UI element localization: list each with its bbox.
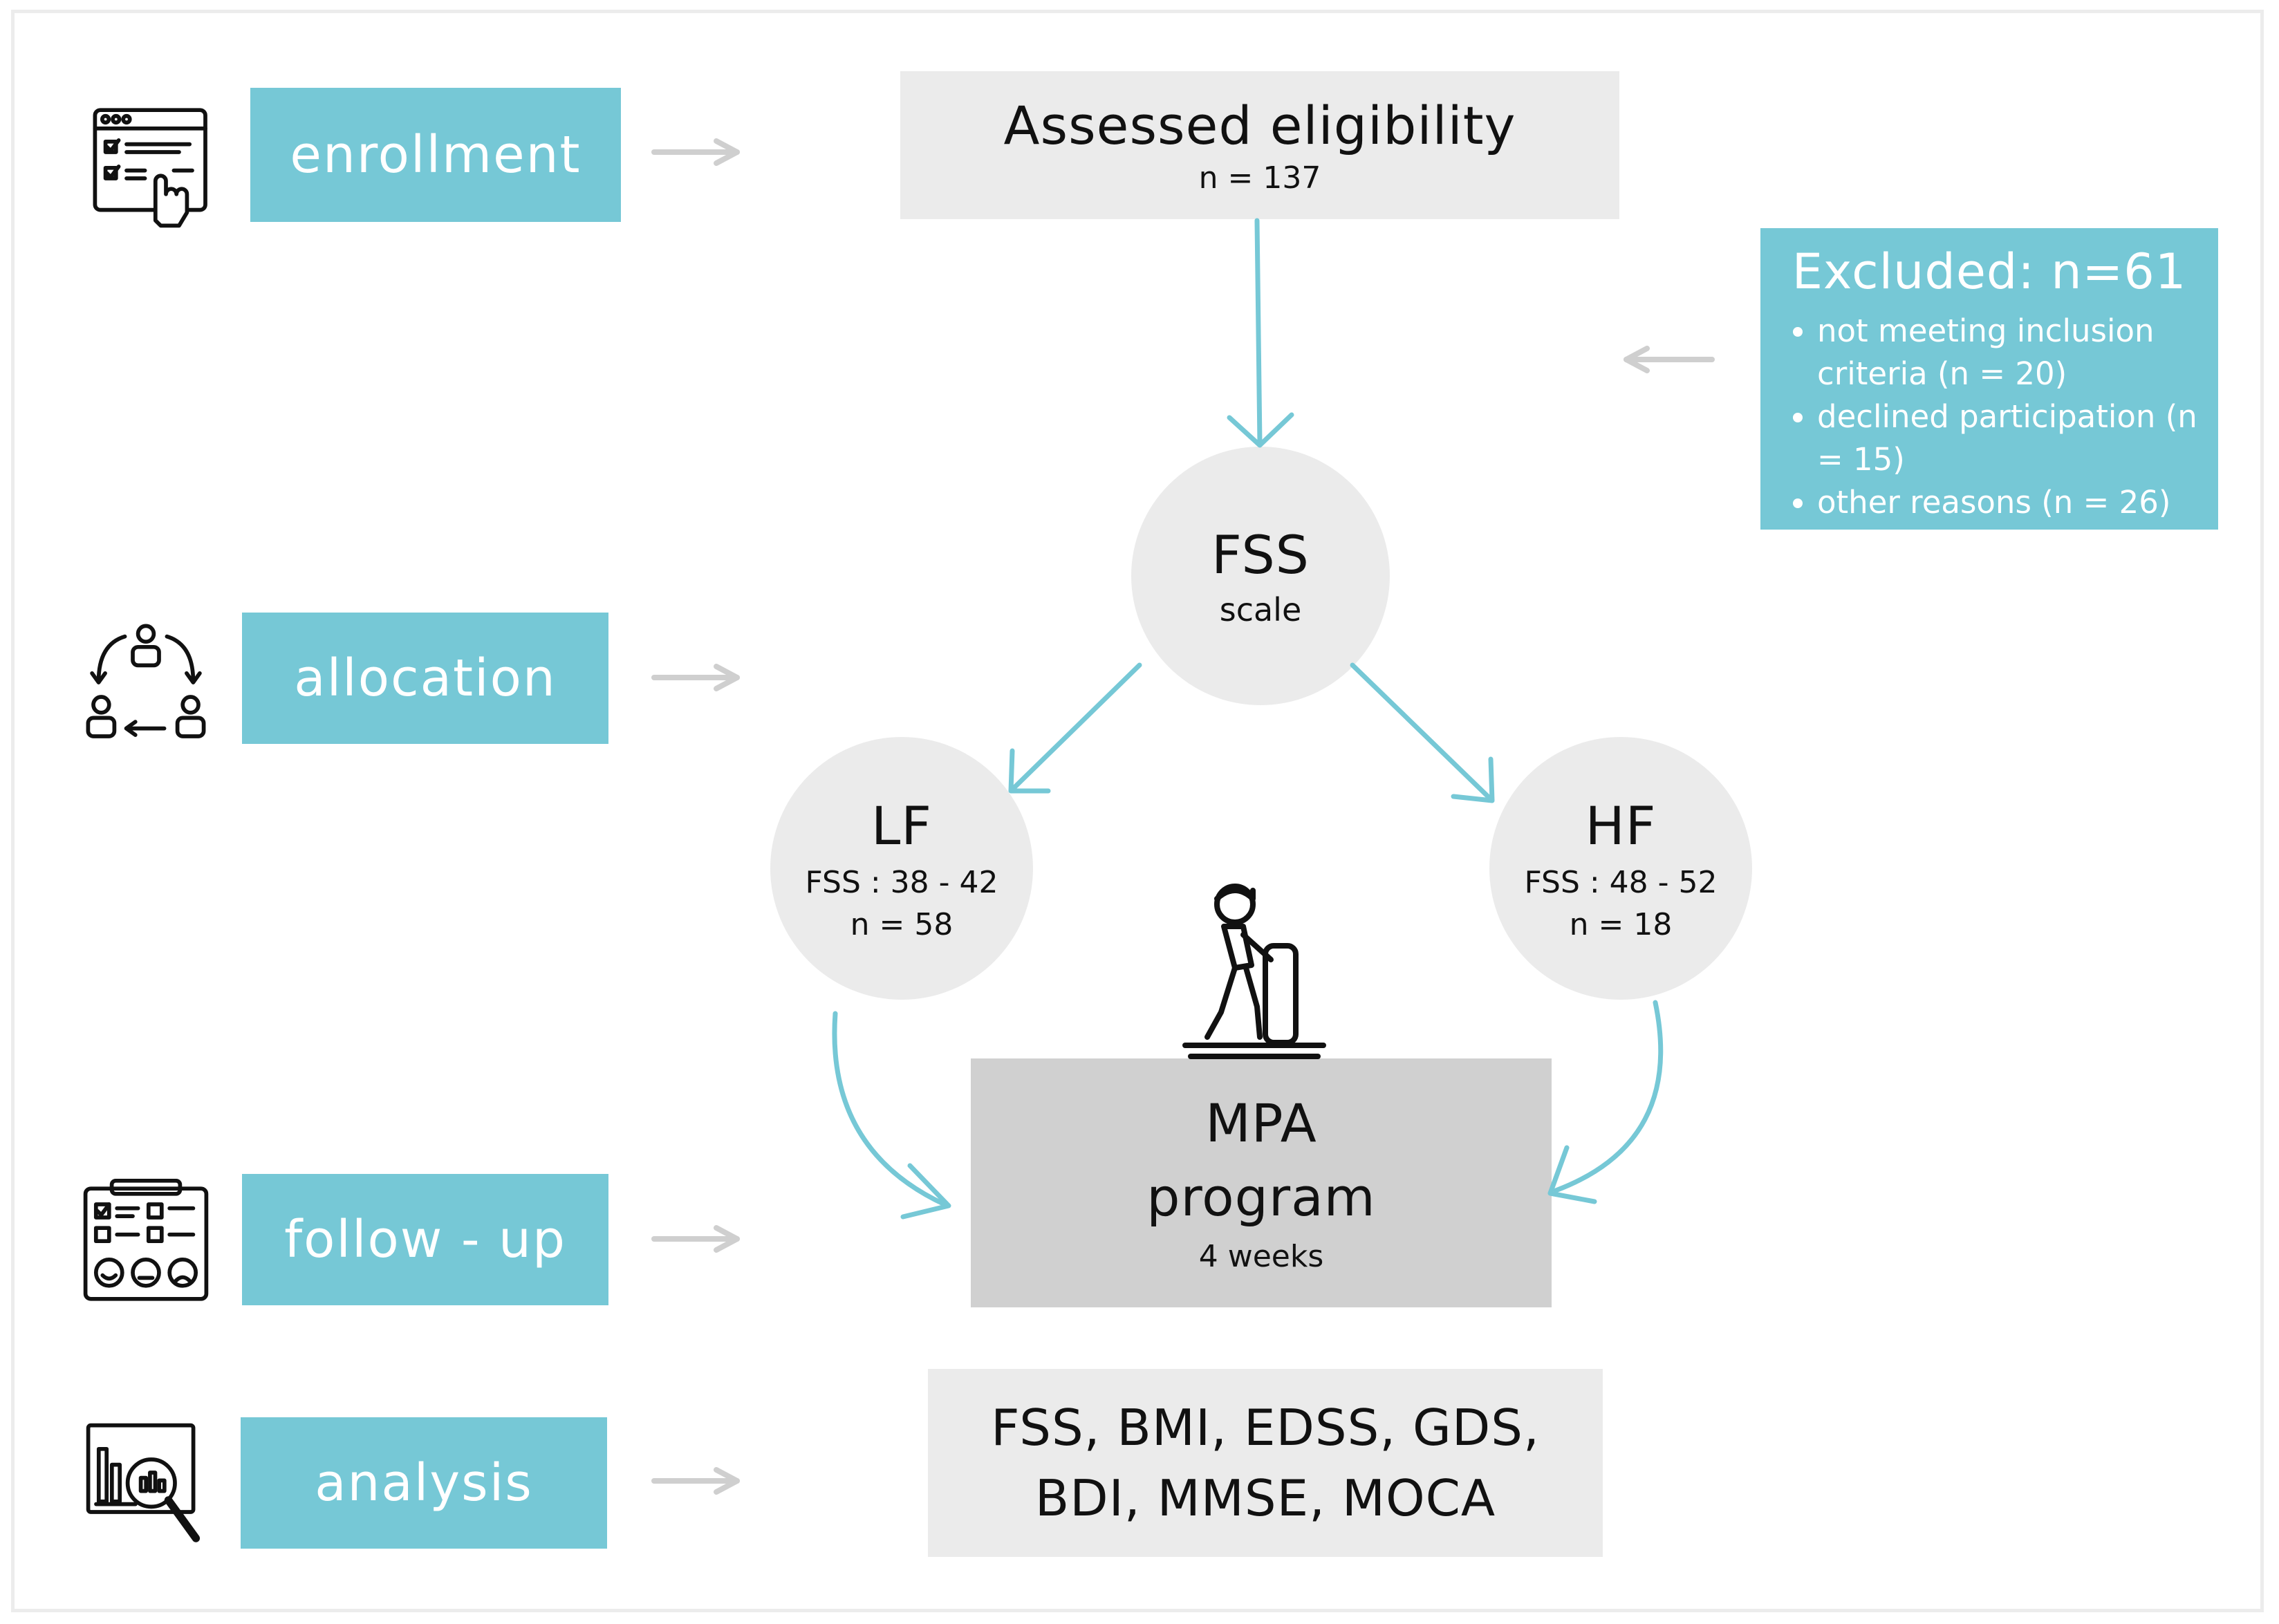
fss-to-hf-arrow: [1350, 662, 1495, 803]
people-rotation-icon: [80, 618, 212, 749]
lf-group-node: LF FSS : 38 - 42 n = 58: [770, 737, 1033, 1000]
stage-label-enrollment: enrollment: [250, 88, 621, 222]
web-form-checklist-icon: [87, 100, 218, 231]
excluded-reason: declined participation (n = 15): [1817, 395, 2197, 481]
allocation-pointer-arrow: [651, 664, 740, 691]
program-line-2: program: [1146, 1166, 1376, 1228]
treadmill-walker-icon: [1180, 874, 1332, 1061]
diagram-frame: [11, 10, 2264, 1612]
excluded-pointer-arrow: [1624, 346, 1715, 373]
excluded-reasons-list: not meeting inclusion criteria (n = 20) …: [1781, 310, 2197, 524]
mpa-program-box: MPA program 4 weeks: [971, 1058, 1552, 1307]
data-analysis-magnifier-icon: [83, 1420, 214, 1551]
stage-label-follow-up: follow - up: [242, 1174, 608, 1305]
stage-label-allocation: allocation: [242, 613, 608, 744]
measures-line-2: BDI, MMSE, MOCA: [1034, 1469, 1496, 1527]
measures-box: FSS, BMI, EDSS, GDS, BDI, MMSE, MOCA: [928, 1369, 1603, 1557]
fss-title: FSS: [1211, 523, 1310, 586]
lf-range: FSS : 38 - 42: [805, 864, 998, 900]
feedback-form-icon: [80, 1178, 212, 1309]
lf-to-program-arrow: [832, 1011, 951, 1220]
hf-group-node: HF FSS : 48 - 52 n = 18: [1489, 737, 1752, 1000]
program-duration: 4 weeks: [1198, 1238, 1324, 1274]
stage-label-analysis: analysis: [241, 1417, 607, 1549]
flow-diagram: enrollment allocation follow - up analys…: [11, 10, 2264, 1612]
eligibility-count: n = 137: [1198, 160, 1321, 196]
hf-to-program-arrow: [1547, 1000, 1664, 1204]
enrollment-pointer-arrow: [651, 138, 740, 166]
fss-subtitle: scale: [1219, 590, 1302, 628]
eligibility-title: Assessed eligibility: [1003, 95, 1516, 156]
excluded-title: Excluded: n=61: [1792, 243, 2187, 300]
analysis-pointer-arrow: [651, 1467, 740, 1495]
excluded-box: Excluded: n=61 not meeting inclusion cri…: [1760, 228, 2218, 530]
connector-arrows: [651, 138, 1715, 1495]
fss-to-lf-arrow: [1008, 662, 1142, 794]
eligibility-box: Assessed eligibility n = 137: [900, 71, 1619, 219]
eligibility-to-fss-arrow: [1227, 218, 1294, 448]
hf-title: HF: [1585, 794, 1657, 857]
program-line-1: MPA: [1205, 1092, 1317, 1154]
follow-up-pointer-arrow: [651, 1225, 740, 1253]
fss-scale-node: FSS scale: [1131, 447, 1390, 705]
hf-count: n = 18: [1569, 906, 1673, 942]
lf-title: LF: [871, 794, 933, 857]
lf-count: n = 58: [850, 906, 954, 942]
measures-line-1: FSS, BMI, EDSS, GDS,: [991, 1399, 1540, 1457]
hf-range: FSS : 48 - 52: [1524, 864, 1718, 900]
excluded-reason: other reasons (n = 26): [1817, 481, 2197, 524]
excluded-reason: not meeting inclusion criteria (n = 20): [1817, 310, 2197, 395]
